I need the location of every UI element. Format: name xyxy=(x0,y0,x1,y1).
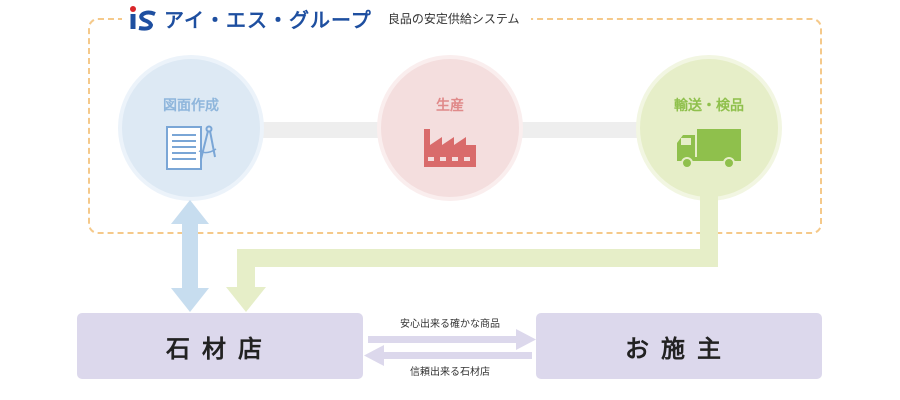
tagline: 良品の安定供給システム xyxy=(387,11,520,26)
shipping-stone-shop-arrow xyxy=(226,195,718,312)
factory-icon xyxy=(424,129,476,167)
step-production-label: 生産 xyxy=(436,98,464,114)
is-logo-icon xyxy=(130,6,156,31)
step-shipping-label: 輸送・検品 xyxy=(674,98,744,114)
step-production: 生産 xyxy=(377,55,523,201)
to-customer-label: 安心出来る確かな商品 xyxy=(400,319,500,330)
connector-production-shipping xyxy=(520,122,640,138)
stone-shop-box: 石材店 xyxy=(77,313,363,379)
customer-label: お施主 xyxy=(625,334,733,363)
brand-name: アイ・エス・グループ xyxy=(164,7,372,32)
to-stone-shop-label: 信頼出来る石材店 xyxy=(410,367,490,378)
group-header: アイ・エス・グループ 良品の安定供給システム xyxy=(122,4,532,32)
to-customer-arrow xyxy=(368,329,536,350)
step-design-label: 図面作成 xyxy=(163,98,219,114)
connector-design-production xyxy=(262,122,380,138)
to-stone-shop-arrow xyxy=(364,345,532,366)
document-compass-icon xyxy=(166,125,217,170)
customer-box: お施主 xyxy=(536,313,822,379)
design-stone-shop-arrow xyxy=(171,200,209,312)
step-shipping: 輸送・検品 xyxy=(636,55,782,201)
stone-shop-label: 石材店 xyxy=(166,334,274,363)
truck-icon xyxy=(677,129,741,169)
step-design: 図面作成 xyxy=(118,55,264,201)
